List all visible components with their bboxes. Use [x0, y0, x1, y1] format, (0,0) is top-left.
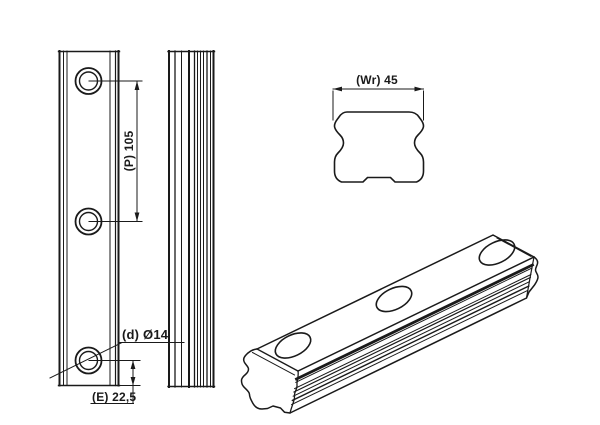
iso-hole-rear: [478, 239, 516, 266]
top-face-front-edge: [256, 348, 299, 372]
rail-width-dimension-label: (Wr) 45: [356, 73, 398, 87]
iso-hole-middle: [375, 285, 413, 313]
side-groove-lines: [290, 263, 535, 406]
arrowhead-up-icon: [134, 81, 140, 90]
iso-hole-front: [274, 332, 312, 359]
arrowhead-down-icon: [130, 377, 136, 386]
isometric-view: [240, 234, 539, 414]
top-face-holes: [274, 239, 516, 359]
edge-distance-dimension-label: (E) 22,5: [92, 390, 137, 404]
rail-profile-outline: [333, 111, 425, 183]
top-side-edge: [296, 255, 536, 373]
wr-dimension: [332, 86, 424, 121]
front-chamfer-edge: [251, 351, 296, 376]
side-view: [167, 50, 216, 388]
cross-section-view: [332, 86, 425, 183]
front-view: [57, 50, 121, 387]
arrowhead-down-icon: [134, 212, 140, 222]
d-dimension-leader: [49, 341, 185, 379]
e-dimension: [88, 360, 141, 404]
p-dimension: [88, 80, 143, 222]
arrowhead-up-icon: [130, 360, 136, 369]
rail-3d-silhouette: [240, 234, 539, 414]
hole-diameter-dimension-label: (d) Ø14: [122, 327, 169, 342]
arrowhead-left-icon: [333, 86, 342, 92]
pitch-dimension-label: (P) 105: [122, 130, 136, 172]
arrowhead-right-icon: [414, 86, 424, 92]
